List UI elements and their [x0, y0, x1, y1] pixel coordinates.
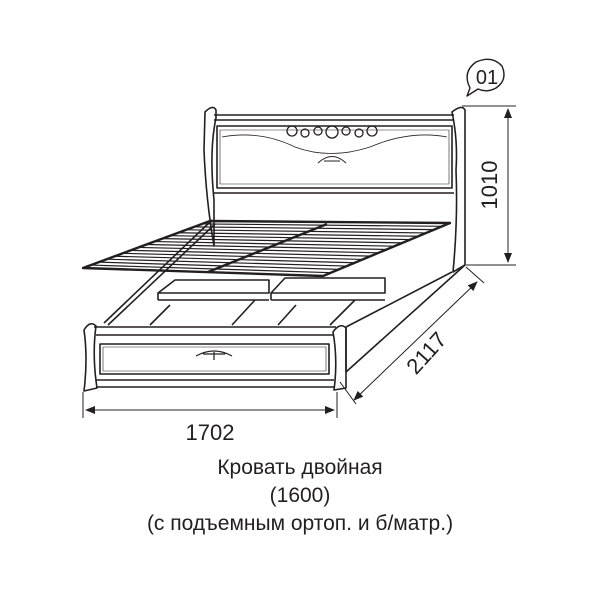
ornament-headboard: [286, 125, 378, 164]
caption-title: Кровать двойная: [217, 456, 383, 479]
dimension-depth: 2117: [401, 327, 451, 379]
headboard: [203, 106, 466, 273]
slat: [154, 240, 395, 247]
slat: [122, 252, 363, 261]
slat: [138, 246, 379, 254]
bed-frame: [103, 219, 466, 373]
slat: [114, 255, 355, 264]
dimension-width: 1702: [186, 420, 235, 445]
dimension-height: 1010: [477, 161, 502, 210]
ornament-footboard: [195, 350, 233, 360]
footboard: [83, 322, 347, 392]
slat: [130, 249, 371, 257]
item-number-badge: [466, 58, 505, 97]
slat: [90, 264, 331, 274]
slat: [106, 258, 347, 267]
lifting-slat-base: [81, 219, 452, 278]
caption-size: (1600): [269, 484, 331, 507]
slat: [146, 243, 387, 251]
caption-description: (с подъемным ортоп. и б/матр.): [146, 512, 454, 535]
item-number: 01: [476, 67, 498, 89]
dimension-lines: [82, 105, 516, 418]
slat: [98, 261, 339, 270]
